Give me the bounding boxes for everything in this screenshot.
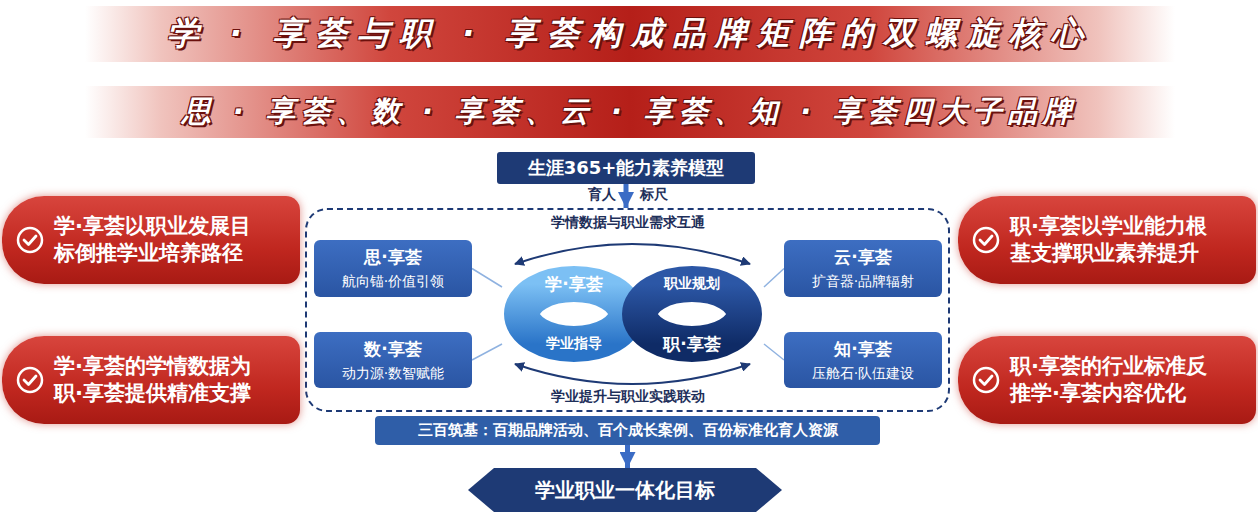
check-mark [24,236,36,245]
check-mark [24,376,36,385]
loop-label: 学业指导 [546,335,602,353]
flow-arrow [625,445,630,468]
loop-label: 职业规划 [664,275,720,293]
loop-label: 职·享荟 [663,333,720,356]
hex-node: 学业职业一体化目标 [468,468,782,512]
flow-arrow [624,184,629,208]
sub-node: 云·享荟扩音器·品牌辐射 [784,240,942,297]
infinity-loop [502,257,764,374]
brand-subtitle: 压舱石·队伍建设 [812,365,914,383]
check-mark [980,376,992,385]
callout-node: 职·享荟的行业标准反 推学·享荟内容优化 [958,336,1256,424]
callout-text: 职·享荟以学业能力根 基支撑职业素养提升 [1010,213,1234,268]
loop-label: 学·享荟 [545,273,602,296]
check-circle [974,368,998,392]
brand-title: 数·享荟 [364,338,421,361]
banner-node: 思 · 享荟、数 · 享荟、云 · 享荟、知 · 享荟四大子品牌 [85,86,1175,138]
callout-text: 学·享荟以职业发展目 标倒推学业培养路径 [54,213,278,268]
check-icon [972,366,1000,394]
check-circle [974,228,998,252]
leader-line [764,269,784,288]
check-circle [18,368,42,392]
foundation-bar: 三百筑基：百期品牌活动、百个成长案例、百份标准化育人资源 [418,421,838,440]
sub-node: 思·享荟航向锚·价值引领 [314,240,472,297]
banner-title: 学 · 享荟与职 · 享荟构成品牌矩阵的双螺旋核心 [167,12,1094,56]
hexagon-fill [468,468,782,512]
model-title: 生涯365+能力素养模型 [528,156,725,180]
brand-title: 思·享荟 [364,246,421,269]
top-arc-arrow [515,244,750,264]
check-icon [16,366,44,394]
brand-title: 云·享荟 [834,246,891,269]
callout-text: 职·享荟的行业标准反 推学·享荟内容优化 [1010,353,1234,408]
brand-subtitle: 航向锚·价值引领 [342,273,444,291]
leader-line [472,344,502,360]
check-icon [16,226,44,254]
check-icon [972,226,1000,254]
brand-subtitle: 扩音器·品牌辐射 [812,273,914,291]
arrow-label: 育人 [588,186,616,204]
brand-title: 知·享荟 [834,338,891,361]
callout-node: 学·享荟以职业发展目 标倒推学业培养路径 [2,196,300,284]
region-node: 学情数据与职业需求互通学业提升与职业实践联动思·享荟航向锚·价值引领学·享荟职业… [305,208,950,412]
sub-node: 知·享荟压舱石·队伍建设 [784,332,942,388]
leader-line [472,269,502,288]
banner-node: 学 · 享荟与职 · 享荟构成品牌矩阵的双螺旋核心 [85,6,1175,62]
callout-node: 职·享荟以学业能力根 基支撑职业素养提升 [958,196,1256,284]
check-mark [980,236,992,245]
callout-node: 学·享荟的学情数据为 职·享荟提供精准支撑 [2,336,300,424]
brand-subtitle: 动力源·数智赋能 [342,365,444,383]
leader-line [764,344,784,360]
goal-hexagon: 学业职业一体化目标 [535,477,715,504]
arrow-label: 标尺 [640,186,668,204]
banner-title: 思 · 享荟、数 · 享荟、云 · 享荟、知 · 享荟四大子品牌 [182,92,1079,132]
sub-node: 数·享荟动力源·数智赋能 [314,332,472,388]
bottom-arc-arrow [515,364,750,384]
flow-caption: 学业提升与职业实践联动 [551,388,705,406]
model-node: 生涯365+能力素养模型 [497,152,755,184]
flow-caption: 学情数据与职业需求互通 [551,214,705,232]
callout-text: 学·享荟的学情数据为 职·享荟提供精准支撑 [54,353,278,408]
base-node: 三百筑基：百期品牌活动、百个成长案例、百份标准化育人资源 [375,416,880,445]
check-circle [18,228,42,252]
inf-node: 学·享荟 职业规划学业指导 职·享荟 [502,257,764,374]
